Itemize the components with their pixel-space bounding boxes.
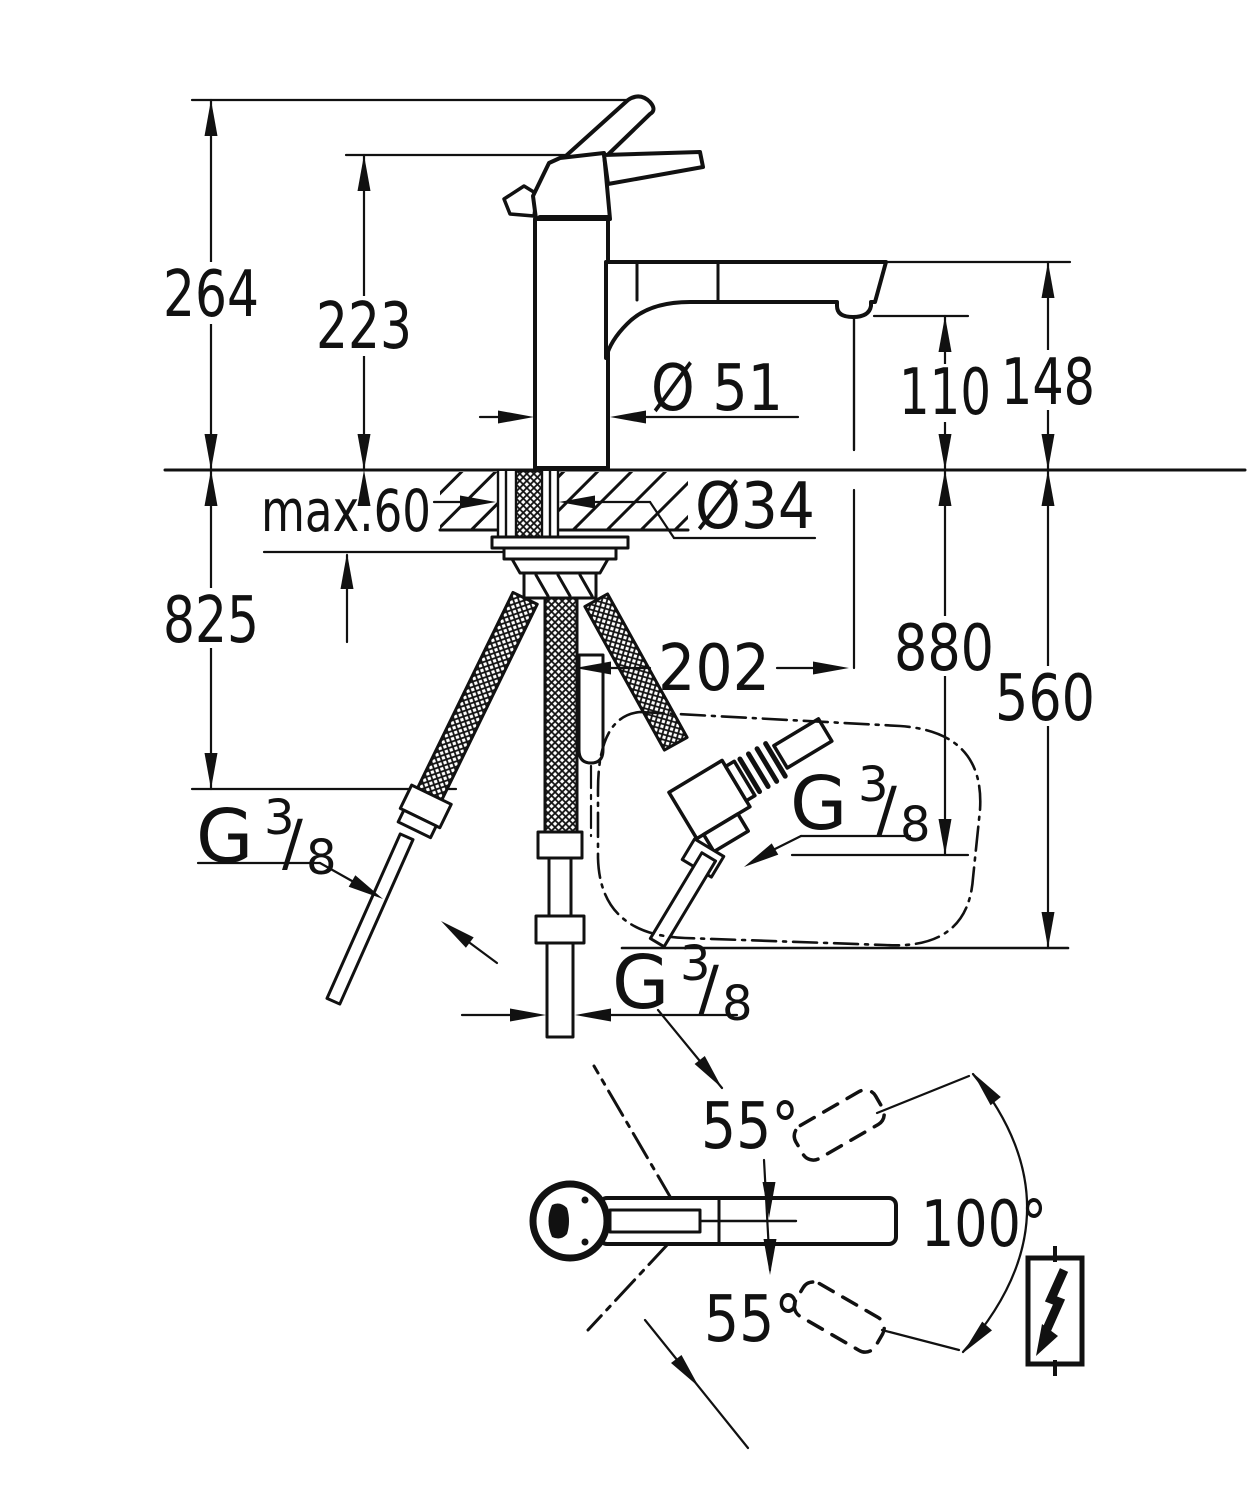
spout-position-upper	[792, 1088, 886, 1162]
center-hose-nut-upper	[536, 830, 584, 860]
left-hose-nut	[396, 783, 453, 840]
faucet-body	[502, 94, 888, 470]
faucet-body-top-view	[529, 1180, 611, 1262]
angle-fitting	[667, 717, 834, 854]
thread-slash: /	[698, 952, 719, 1025]
dimension-overall-height: 264	[163, 258, 259, 332]
faucet-column	[533, 217, 610, 470]
faucet-shank	[496, 469, 560, 539]
thread-numerator: 3	[680, 936, 711, 992]
thread-label-left: G 3 / 8	[196, 790, 337, 886]
swing-home-arrows	[762, 1158, 777, 1275]
faucet-handle	[502, 94, 705, 221]
lightning-bolt-icon	[1025, 1246, 1085, 1376]
dimension-max-deck-thickness: max.60	[261, 477, 431, 545]
thread-label-right: G 3 / 8	[790, 757, 931, 853]
swivel-axes	[586, 1064, 674, 1332]
dimension-right-hose-length: 880	[894, 612, 994, 686]
handle-lever-rest	[602, 150, 705, 186]
thread-label-bottom: G 3 / 8	[612, 936, 753, 1032]
dimension-label-backs	[154, 262, 1108, 726]
top-view: 55° 55° 100°	[529, 1008, 1047, 1450]
center-supply-tube	[545, 941, 575, 1039]
angle-arrowheads	[671, 1056, 1001, 1387]
dimension-arrowheads	[204, 100, 1055, 1022]
faucet-spout	[604, 260, 888, 360]
side-view: 264 223 Ø 51 110 148 max.60 Ø34 825 202 …	[154, 94, 1247, 1039]
thread-slash: /	[282, 806, 303, 879]
thread-numerator: 3	[858, 757, 889, 813]
handle-slot	[548, 1203, 569, 1239]
dimension-left-hose-length: 825	[163, 584, 259, 658]
right-braided-hose	[583, 592, 689, 752]
swivel-range-arc	[961, 1072, 1029, 1354]
thread-numerator: 3	[264, 790, 295, 846]
thread-denominator: 8	[722, 976, 753, 1032]
supply-hoses	[325, 590, 834, 1039]
left-supply-pipe	[325, 832, 415, 1006]
thread-slash: /	[876, 773, 897, 846]
thread-denominator: 8	[900, 797, 931, 853]
pullout-spray-top-view	[608, 1208, 702, 1234]
thread-g: G	[196, 794, 253, 880]
fitting-outlet-pipe	[648, 851, 718, 949]
thread-g: G	[790, 761, 847, 847]
angle-swivel-down: 55°	[704, 1283, 802, 1357]
dimension-spout-outlet-height: 110	[899, 356, 991, 430]
dimension-escutcheon-diameter: Ø 51	[651, 352, 783, 426]
dimension-body-height: 223	[316, 290, 412, 364]
dimension-bottom-hose-length: 560	[995, 662, 1095, 736]
center-hose-nut-lower	[534, 914, 586, 945]
angle-swivel-total: 100°	[921, 1188, 1047, 1262]
spout-position-lower	[792, 1280, 886, 1354]
angle-swivel-up: 55°	[701, 1090, 799, 1164]
spray-operating-range	[596, 710, 982, 947]
thread-denominator: 8	[306, 830, 337, 886]
mounting-hardware	[490, 535, 630, 600]
center-braided-hose	[543, 596, 579, 834]
dimension-spout-top-height: 148	[1001, 346, 1095, 420]
handle-lever-raised	[556, 94, 656, 174]
dimension-hole-diameter: Ø34	[695, 470, 815, 544]
dimension-spout-reach: 202	[658, 632, 770, 706]
